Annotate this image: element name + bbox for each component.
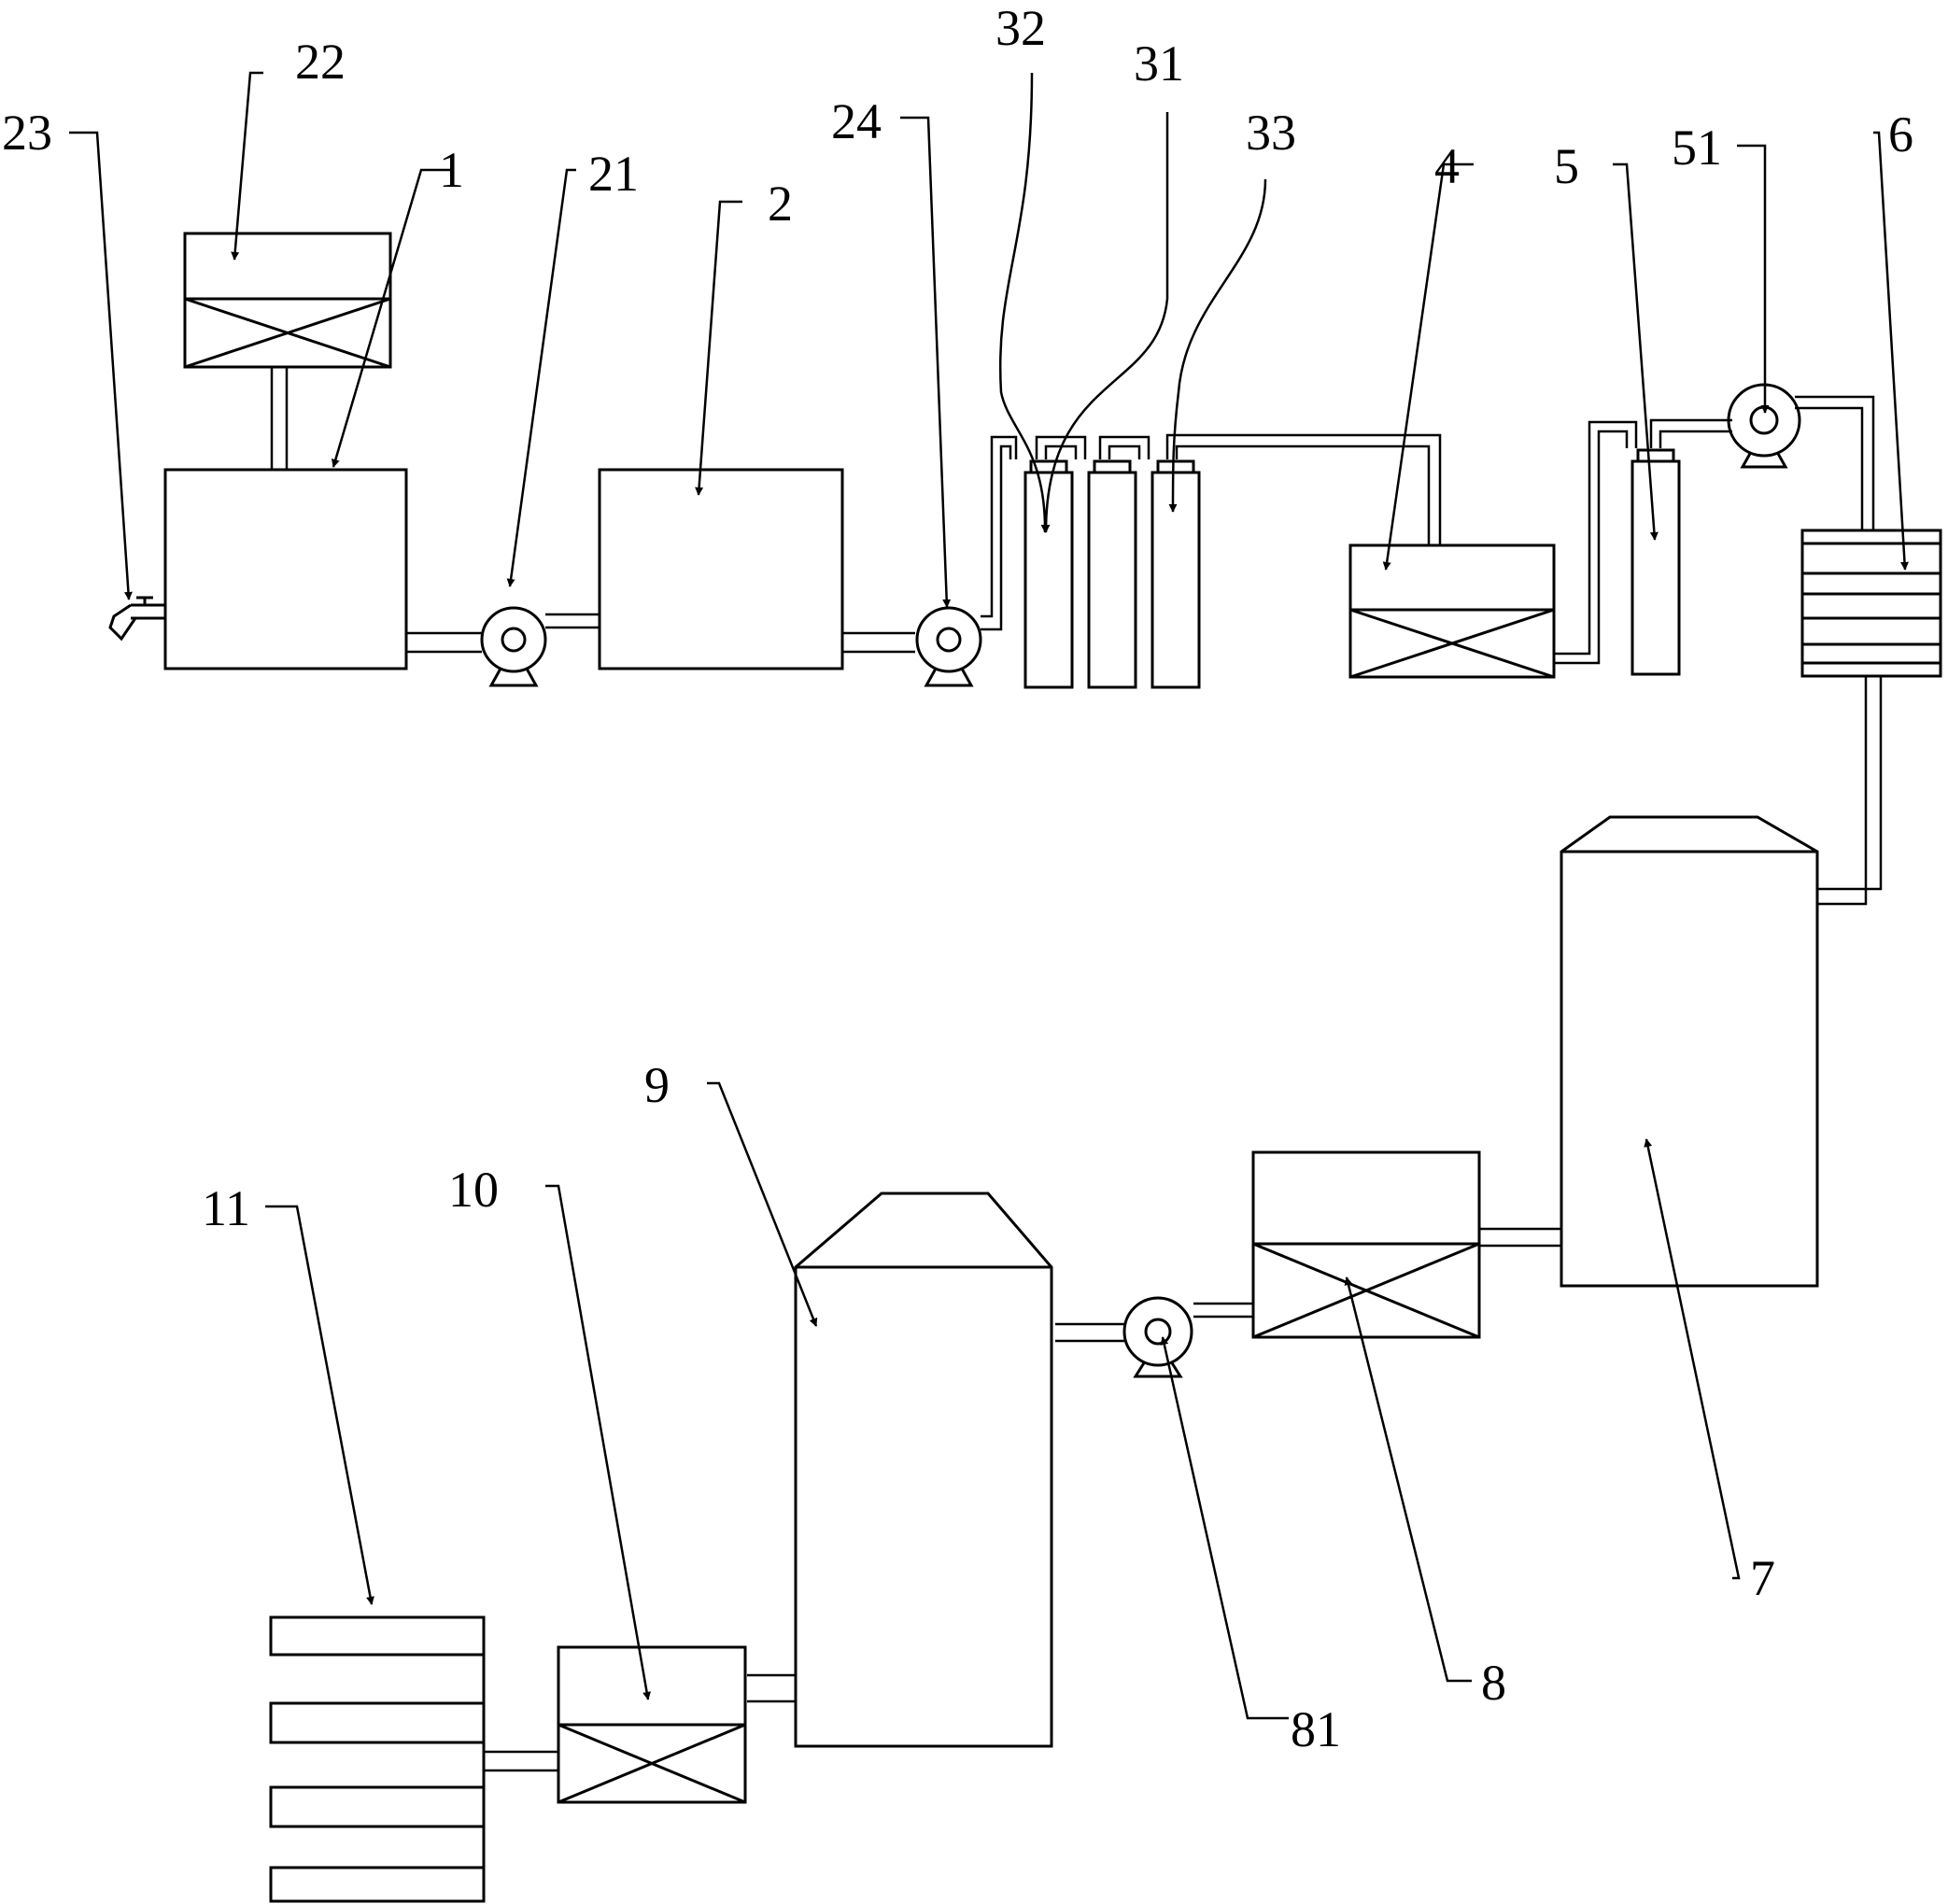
label-32: 32 — [995, 0, 1046, 56]
filter-5 — [1630, 448, 1681, 676]
pump-21 — [480, 606, 547, 687]
labels: 1 2 4 5 6 7 8 9 10 11 21 22 23 24 31 32 … — [2, 0, 1913, 1757]
leader-lines — [69, 71, 1910, 1720]
filter-32 — [1023, 459, 1074, 689]
label-7: 7 — [1750, 1550, 1775, 1606]
column-7 — [1560, 815, 1819, 1288]
pipe-network — [270, 367, 1883, 1772]
filter-33 — [1150, 459, 1201, 689]
label-9: 9 — [644, 1057, 670, 1113]
label-23: 23 — [2, 105, 52, 161]
tank-8 — [1251, 1150, 1481, 1339]
drain-valve-23 — [108, 596, 165, 642]
label-4: 4 — [1434, 138, 1460, 194]
label-1: 1 — [439, 142, 464, 198]
pump-81 — [1122, 1296, 1193, 1378]
tank-10 — [557, 1645, 747, 1804]
label-6: 6 — [1888, 106, 1913, 162]
label-24: 24 — [831, 93, 882, 149]
label-2: 2 — [768, 176, 793, 232]
dosing-tank-22 — [183, 232, 392, 369]
filter-31 — [1087, 459, 1137, 689]
outlet-rack-11 — [269, 1615, 486, 1903]
label-21: 21 — [588, 146, 639, 202]
tank-4 — [1348, 543, 1556, 679]
unit-6 — [1800, 529, 1942, 678]
label-11: 11 — [202, 1180, 250, 1236]
pump-24 — [915, 606, 982, 687]
label-33: 33 — [1246, 105, 1296, 161]
label-81: 81 — [1291, 1701, 1341, 1757]
label-5: 5 — [1554, 138, 1579, 194]
tank-2 — [598, 468, 844, 670]
label-22: 22 — [295, 34, 346, 90]
label-10: 10 — [448, 1162, 499, 1218]
label-51: 51 — [1672, 120, 1722, 176]
label-31: 31 — [1134, 35, 1184, 92]
column-9 — [794, 1192, 1053, 1748]
label-8: 8 — [1481, 1655, 1506, 1711]
raw-water-tank-1 — [163, 468, 408, 670]
